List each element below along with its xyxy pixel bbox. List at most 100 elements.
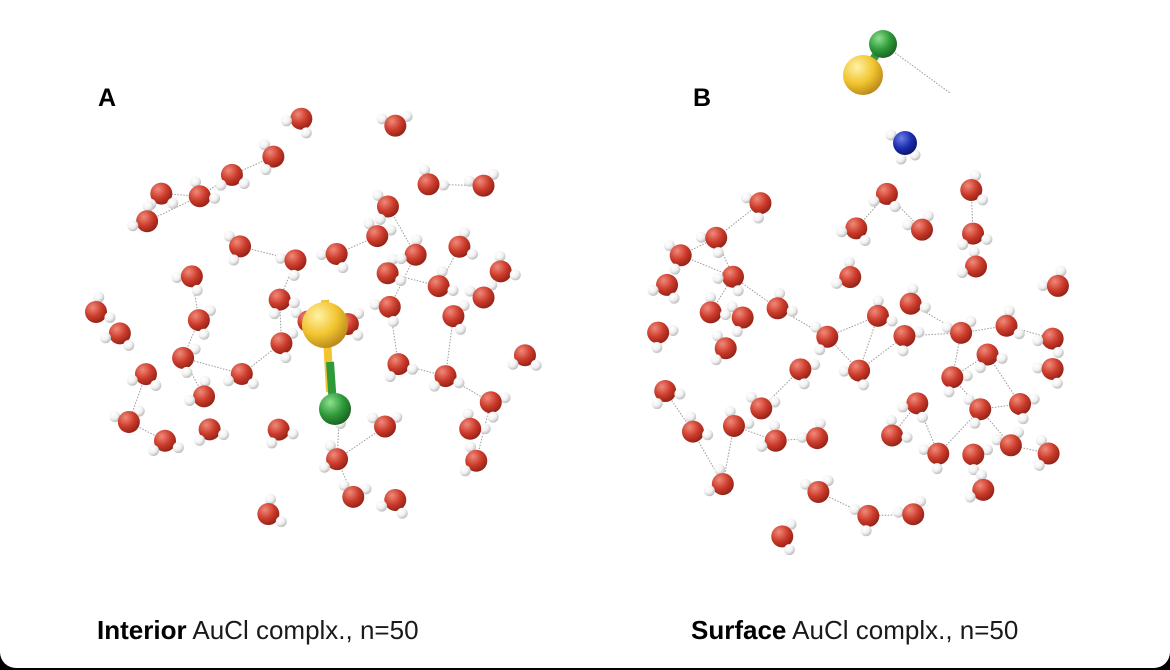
hydrogen-atom [810,321,822,333]
panel-a-caption-bold: Interior [97,615,187,645]
hydrogen-atom [831,277,843,289]
hydrogen-atom [800,478,812,490]
water-molecule [838,359,871,391]
hydrogen-atom [726,301,738,313]
water-molecule [663,239,692,275]
oxygen-atom [681,420,704,443]
hydrogen-atom [418,164,430,176]
hydrogen-atom [710,354,722,366]
water-molecule [771,518,797,556]
hydrogen-atom [360,483,372,495]
oxygen-atom [941,366,964,389]
hydrogen-atom [387,253,399,265]
hydrogen-atom [338,479,350,491]
hydrogen-atom [774,287,786,299]
water-molecule [507,344,542,371]
water-molecule [85,291,116,323]
hydrogen-atom [275,516,287,528]
hydrogen-bond [664,390,694,432]
water-molecule [184,375,216,408]
water-molecule [459,441,488,477]
oxygen-atom [384,488,407,511]
oxygen-atom [268,288,291,311]
water-molecule [372,189,399,225]
hydrogen-atom [860,525,872,537]
water-molecule [367,411,403,438]
water-molecule [338,479,372,508]
oxygen-atom [376,262,399,285]
oxygen-atom [270,332,293,355]
hydrogen-atom [868,195,880,207]
water-molecule [275,249,307,281]
oxygen-atom [764,429,787,452]
water-molecule [800,475,834,503]
water-molecule [849,503,880,537]
oxygen-atom [187,309,210,332]
hydrogen-atom [901,431,913,443]
water-molecule [974,343,1008,374]
oxygen-atom [910,218,933,241]
oxygen-atom [962,222,985,245]
hydrogen-atom [838,365,850,377]
hydrogen-atom [897,345,909,357]
oxygen-atom [442,305,465,328]
hydrogen-atom [720,309,732,321]
hydrogen-atom [486,279,498,291]
water-molecule [892,495,927,526]
water-molecule [712,265,744,297]
hydrogen-atom [324,440,336,452]
water-molecule [258,139,285,176]
hydrogen-atom [647,284,659,296]
hydrogen-atom [275,252,287,264]
hydrogen-atom [148,444,160,456]
hydrogen-atom [714,463,726,475]
hydrogen-bond [882,43,951,94]
hydrogen-atom [189,343,201,355]
hydrogen-atom [976,469,988,481]
hydrogen-atom [396,507,408,519]
hydrogen-atom [384,371,396,383]
oxygen-atom [647,321,670,344]
hydrogen-atom [190,176,202,188]
hydrogen-atom [1028,393,1040,405]
chlorine-atom [319,393,351,425]
oxygen-atom [262,145,285,168]
hydrogen-atom [809,359,821,371]
hydrogen-atom [977,194,989,206]
nitrogen-group [885,129,921,165]
water-molecule [223,230,252,266]
water-molecule [962,443,993,476]
oxygen-atom [705,226,728,249]
hydrogen-atom [922,210,934,222]
oxygen-atom [960,178,983,201]
hydrogen-atom [337,262,349,274]
hydrogen-atom [238,177,250,189]
oxygen-atom [404,243,427,266]
hydrogen-atom [769,396,781,408]
hydrogen-atom [247,378,259,390]
hydrogen-atom [712,247,724,259]
hydrogen-atom [436,265,448,277]
oxygen-atom [220,163,243,186]
hydrogen-atom [387,315,399,327]
hydrogen-atom [222,375,234,387]
hydrogen-atom [264,493,276,505]
hydrogen-atom [1037,279,1049,291]
hydrogen-atom [872,295,884,307]
oxygen-atom [972,478,995,501]
hydrogen-atom [902,219,914,231]
hydrogen-atom [494,250,506,262]
hydrogen-atom [663,239,675,251]
oxygen-atom [999,434,1022,457]
hydrogen-atom [199,375,211,387]
hydrogen-atom [1017,413,1029,425]
oxygen-atom [267,418,290,441]
water-molecule [395,234,427,266]
oxygen-atom [257,503,280,526]
water-molecule [1037,265,1069,297]
water-molecule [899,283,931,315]
hydrogen-atom [353,308,365,320]
hydrogen-atom [376,500,388,512]
water-molecule [109,405,145,433]
